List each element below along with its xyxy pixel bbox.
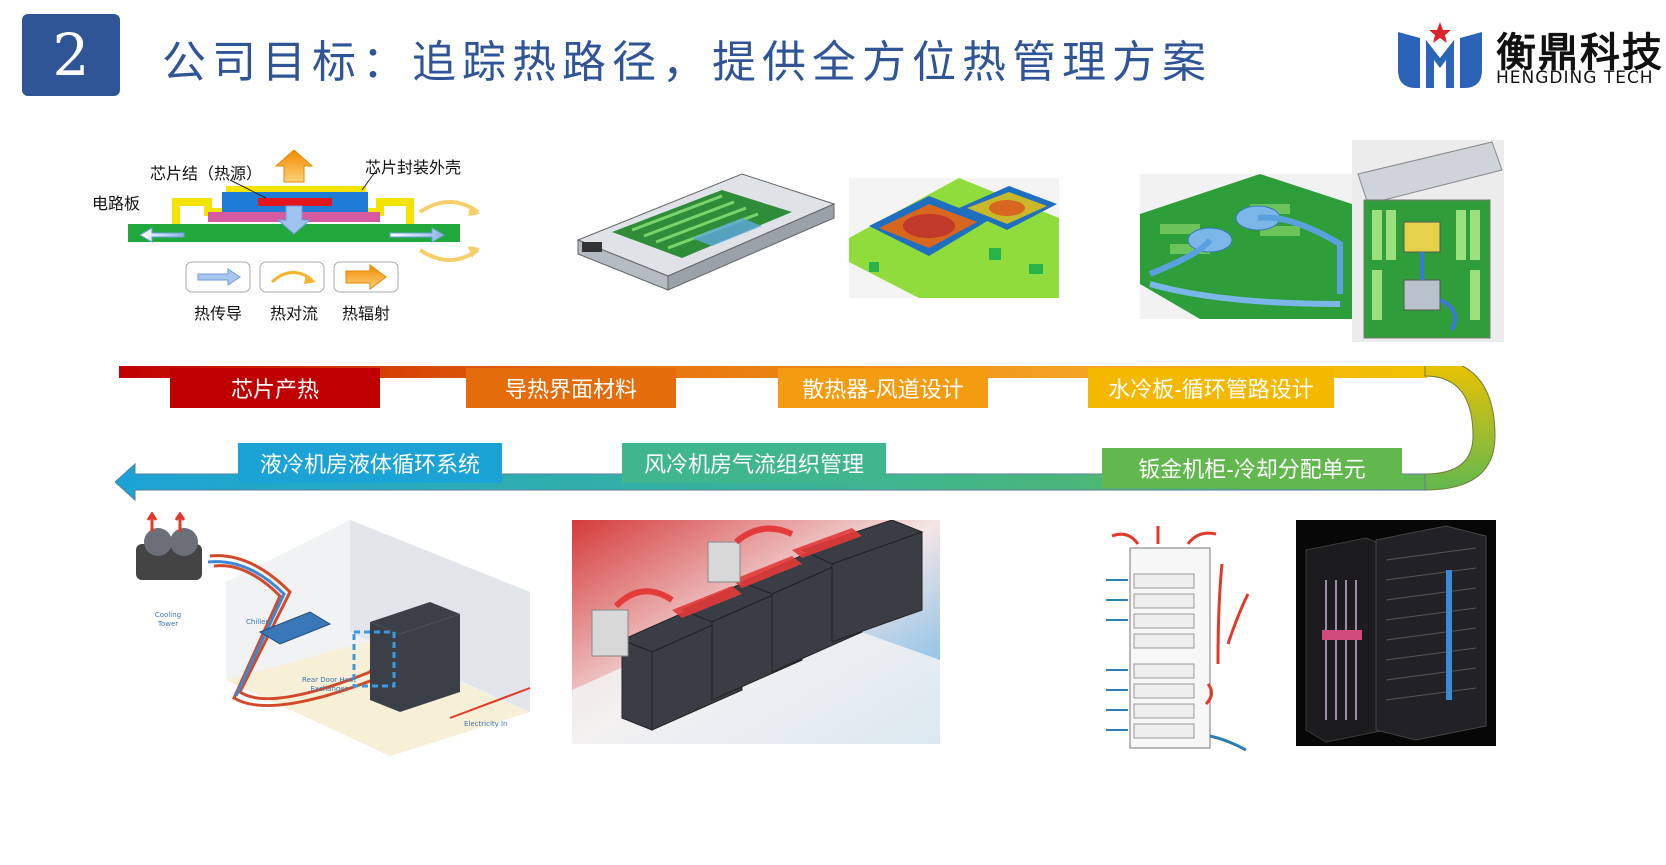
hengding-logo-icon bbox=[1398, 22, 1482, 88]
chip-junction-label: 芯片结（热源） bbox=[150, 164, 263, 183]
stage-liquid-room-loop: 液冷机房液体循环系统 bbox=[238, 443, 502, 483]
server-cabinet-image bbox=[1296, 520, 1496, 746]
liquid-cooled-server-image bbox=[1140, 174, 1352, 319]
legend-radiation-label: 热辐射 bbox=[342, 304, 391, 323]
stage-cabinet-cdu: 钣金机柜-冷却分配单元 bbox=[1102, 448, 1402, 488]
stage-heatsink-airduct: 散热器-风道设计 bbox=[778, 368, 988, 408]
slide-title: 公司目标：追踪热路径，提供全方位热管理方案 bbox=[162, 37, 1212, 88]
stage-thermal-interface: 导热界面材料 bbox=[466, 368, 676, 408]
server-chassis-image bbox=[576, 173, 836, 291]
open-chassis-image bbox=[1352, 140, 1504, 342]
company-name-en: HENGDING TECH bbox=[1496, 68, 1654, 88]
stage-chip-heat: 芯片产热 bbox=[170, 368, 380, 408]
chip-heat-diagram bbox=[128, 150, 480, 293]
circuit-board-label: 电路板 bbox=[92, 194, 141, 213]
cooling-tower-label: Cooling Tower bbox=[154, 611, 182, 628]
heatsink-thermal-image bbox=[849, 178, 1059, 298]
legend-convection-label: 热对流 bbox=[270, 304, 319, 323]
rear-door-label: Rear Door Heat Exchanger bbox=[302, 676, 356, 693]
legend-conduction-label: 热传导 bbox=[194, 304, 243, 323]
liquid-cooled-room-image bbox=[130, 512, 535, 760]
chiller-label: Chiller bbox=[246, 618, 269, 626]
company-name-cn: 衡鼎科技 bbox=[1496, 30, 1664, 76]
cabinet-airflow-image bbox=[1098, 524, 1250, 754]
electricity-label: Electricity In bbox=[464, 720, 508, 728]
section-number-badge: 2 bbox=[22, 14, 120, 96]
stage-air-room-airflow: 风冷机房气流组织管理 bbox=[622, 443, 886, 483]
stage-cold-plate-piping: 水冷板-循环管路设计 bbox=[1088, 368, 1334, 408]
air-cooled-room-image bbox=[572, 520, 940, 744]
package-shell-label: 芯片封装外壳 bbox=[365, 158, 462, 177]
